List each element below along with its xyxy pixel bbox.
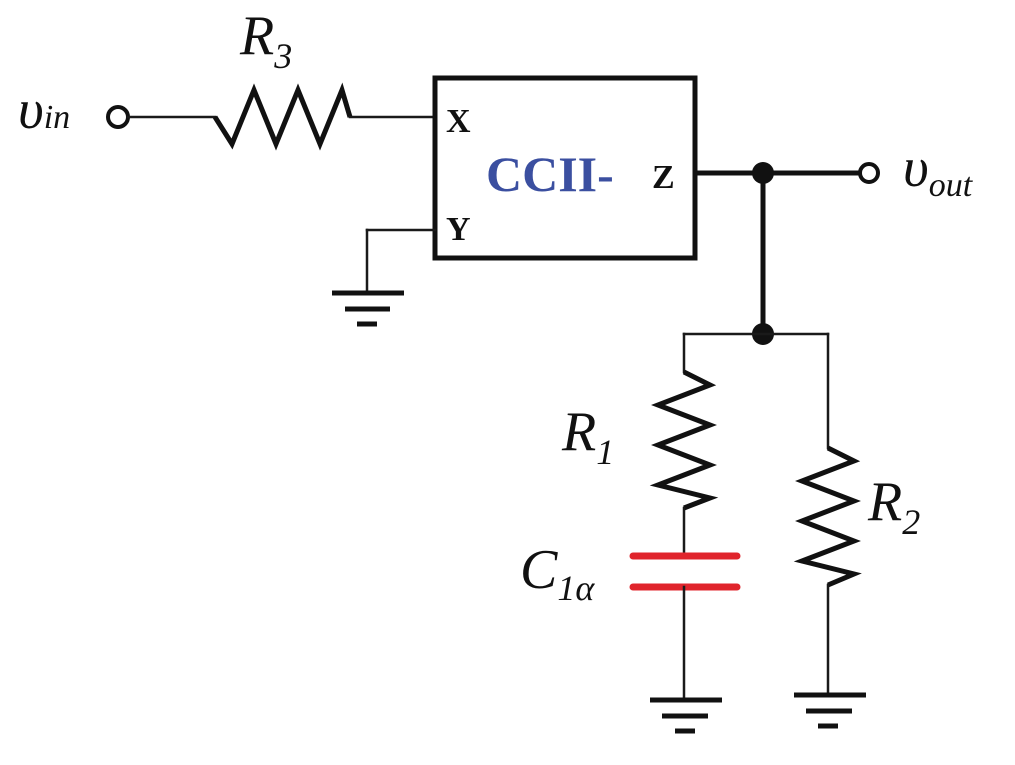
ground-c1a-icon bbox=[650, 697, 722, 734]
r3-label: R3 bbox=[239, 5, 292, 76]
capacitor-c1a bbox=[629, 552, 741, 591]
output-label: υout bbox=[903, 137, 974, 204]
output-terminal bbox=[858, 162, 880, 184]
ground-y-icon bbox=[332, 290, 404, 327]
input-terminal bbox=[106, 105, 130, 129]
ccii-block bbox=[432, 75, 698, 261]
resistor-r1 bbox=[649, 369, 719, 511]
port-y-label: Y bbox=[446, 211, 471, 248]
port-z-label: Z bbox=[652, 159, 675, 196]
input-label: υin bbox=[18, 79, 70, 141]
r2-label: R2 bbox=[867, 471, 920, 542]
ground-r2-icon bbox=[794, 692, 866, 729]
port-x-label: X bbox=[446, 103, 471, 140]
c1a-label: C1α bbox=[520, 539, 595, 608]
r1-label: R1 bbox=[561, 401, 614, 472]
resistor-r3 bbox=[212, 82, 353, 151]
resistor-r2 bbox=[793, 445, 862, 588]
block-label: CCII- bbox=[486, 146, 614, 202]
